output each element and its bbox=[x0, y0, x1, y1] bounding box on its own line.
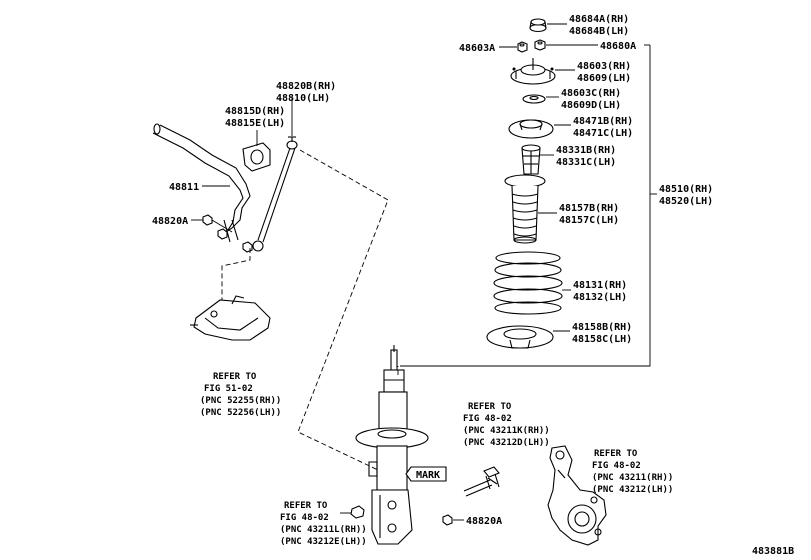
ref-48-02-b-line-2: FIG 48-02 bbox=[592, 461, 641, 471]
part-bracket-nut[interactable] bbox=[350, 505, 365, 519]
part-48820a-nut-bottom[interactable] bbox=[442, 514, 453, 526]
label-48820b: 48820B(RH) bbox=[276, 81, 336, 92]
mark-callout: MARK bbox=[405, 466, 447, 482]
label-48131: 48131(RH) bbox=[573, 280, 627, 291]
part-48471b-seat[interactable] bbox=[508, 119, 554, 139]
label-48815d: 48815D(RH) bbox=[225, 106, 285, 117]
part-48131-coil-spring[interactable] bbox=[493, 251, 563, 315]
label-48815e: 48815E(LH) bbox=[225, 118, 285, 129]
label-48158c: 48158C(LH) bbox=[572, 334, 632, 345]
ref-fig-48-02-b[interactable]: REFER TO FIG 48-02 (PNC 43211(RH)) (PNC … bbox=[592, 449, 673, 495]
label-48684a: 48684A(RH) bbox=[569, 14, 629, 25]
part-48603c-washer[interactable] bbox=[522, 94, 546, 104]
ref-fig-48-02-c[interactable]: REFER TO FIG 48-02 (PNC 43211L(RH)) (PNC… bbox=[280, 501, 367, 547]
label-48609: 48609(LH) bbox=[577, 73, 631, 84]
label-48810: 48810(LH) bbox=[276, 93, 330, 104]
ref-48-02-b-line-1: REFER TO bbox=[594, 449, 638, 459]
label-48603: 48603(RH) bbox=[577, 61, 631, 72]
part-48331b-bumper[interactable] bbox=[521, 144, 541, 175]
label-48820a-top: 48820A bbox=[152, 216, 188, 227]
part-48158b-insulator[interactable] bbox=[486, 325, 554, 349]
label-48157c: 48157C(LH) bbox=[559, 215, 619, 226]
part-steering-knuckle[interactable] bbox=[547, 445, 607, 546]
part-48820a-nut-top[interactable] bbox=[202, 214, 213, 226]
label-48609d: 48609D(LH) bbox=[561, 100, 621, 111]
ref-48-02-a-line-4: (PNC 43212D(LH)) bbox=[463, 438, 550, 448]
label-48471c: 48471C(LH) bbox=[573, 128, 633, 139]
label-48603a: 48603A bbox=[459, 43, 495, 54]
part-48603a-nut[interactable] bbox=[517, 41, 528, 53]
part-48811-stabilizer-bar[interactable] bbox=[152, 123, 251, 243]
ref-fig-51-02[interactable]: REFER TO FIG 51-02 (PNC 52255(RH)) (PNC … bbox=[200, 372, 281, 418]
ref-48-02-b-line-4: (PNC 43212(LH)) bbox=[592, 485, 673, 495]
label-48157b: 48157B(RH) bbox=[559, 203, 619, 214]
ref-48-02-a-line-1: REFER TO bbox=[468, 402, 512, 412]
label-48680a: 48680A bbox=[600, 41, 636, 52]
part-subframe-bracket[interactable] bbox=[190, 295, 271, 341]
part-48820b-stabilizer-link[interactable] bbox=[242, 136, 298, 253]
ref-51-02-line-1: REFER TO bbox=[213, 372, 257, 382]
part-strut-assembly[interactable] bbox=[355, 345, 429, 545]
label-48510: 48510(RH) bbox=[659, 184, 713, 195]
part-bolt[interactable] bbox=[463, 466, 500, 497]
label-48132: 48132(LH) bbox=[573, 292, 627, 303]
ref-48-02-c-line-1: REFER TO bbox=[284, 501, 328, 511]
label-48603c: 48603C(RH) bbox=[561, 88, 621, 99]
ref-fig-48-02-a[interactable]: REFER TO FIG 48-02 (PNC 43211K(RH)) (PNC… bbox=[463, 402, 550, 448]
label-48331c: 48331C(LH) bbox=[556, 157, 616, 168]
label-48331b: 48331B(RH) bbox=[556, 145, 616, 156]
ref-48-02-a-line-3: (PNC 43211K(RH)) bbox=[463, 426, 550, 436]
label-48471b: 48471B(RH) bbox=[573, 116, 633, 127]
part-48157b-boot[interactable] bbox=[504, 174, 546, 244]
part-bar-end-nut[interactable] bbox=[217, 228, 228, 240]
ref-48-02-a-line-2: FIG 48-02 bbox=[463, 414, 512, 424]
ref-51-02-line-3: (PNC 52255(RH)) bbox=[200, 396, 281, 406]
part-48815d-bushing[interactable] bbox=[242, 142, 271, 172]
part-48680a-nut[interactable] bbox=[534, 39, 546, 51]
label-48684b: 48684B(LH) bbox=[569, 26, 629, 37]
diagram-id: 483881B bbox=[752, 546, 794, 557]
label-48520: 48520(LH) bbox=[659, 196, 713, 207]
ref-48-02-c-line-2: FIG 48-02 bbox=[280, 513, 329, 523]
ref-51-02-line-4: (PNC 52256(LH)) bbox=[200, 408, 281, 418]
ref-48-02-b-line-3: (PNC 43211(RH)) bbox=[592, 473, 673, 483]
label-48158b: 48158B(RH) bbox=[572, 322, 632, 333]
ref-48-02-c-line-3: (PNC 43211L(RH)) bbox=[280, 525, 367, 535]
part-48603-support[interactable] bbox=[510, 58, 556, 85]
part-48684-cap[interactable] bbox=[529, 18, 547, 33]
label-mark: MARK bbox=[416, 470, 440, 481]
label-48820a-bottom: 48820A bbox=[466, 516, 502, 527]
label-48811: 48811 bbox=[169, 182, 199, 193]
ref-51-02-line-2: FIG 51-02 bbox=[204, 384, 253, 394]
ref-48-02-c-line-4: (PNC 43212E(LH)) bbox=[280, 537, 367, 547]
